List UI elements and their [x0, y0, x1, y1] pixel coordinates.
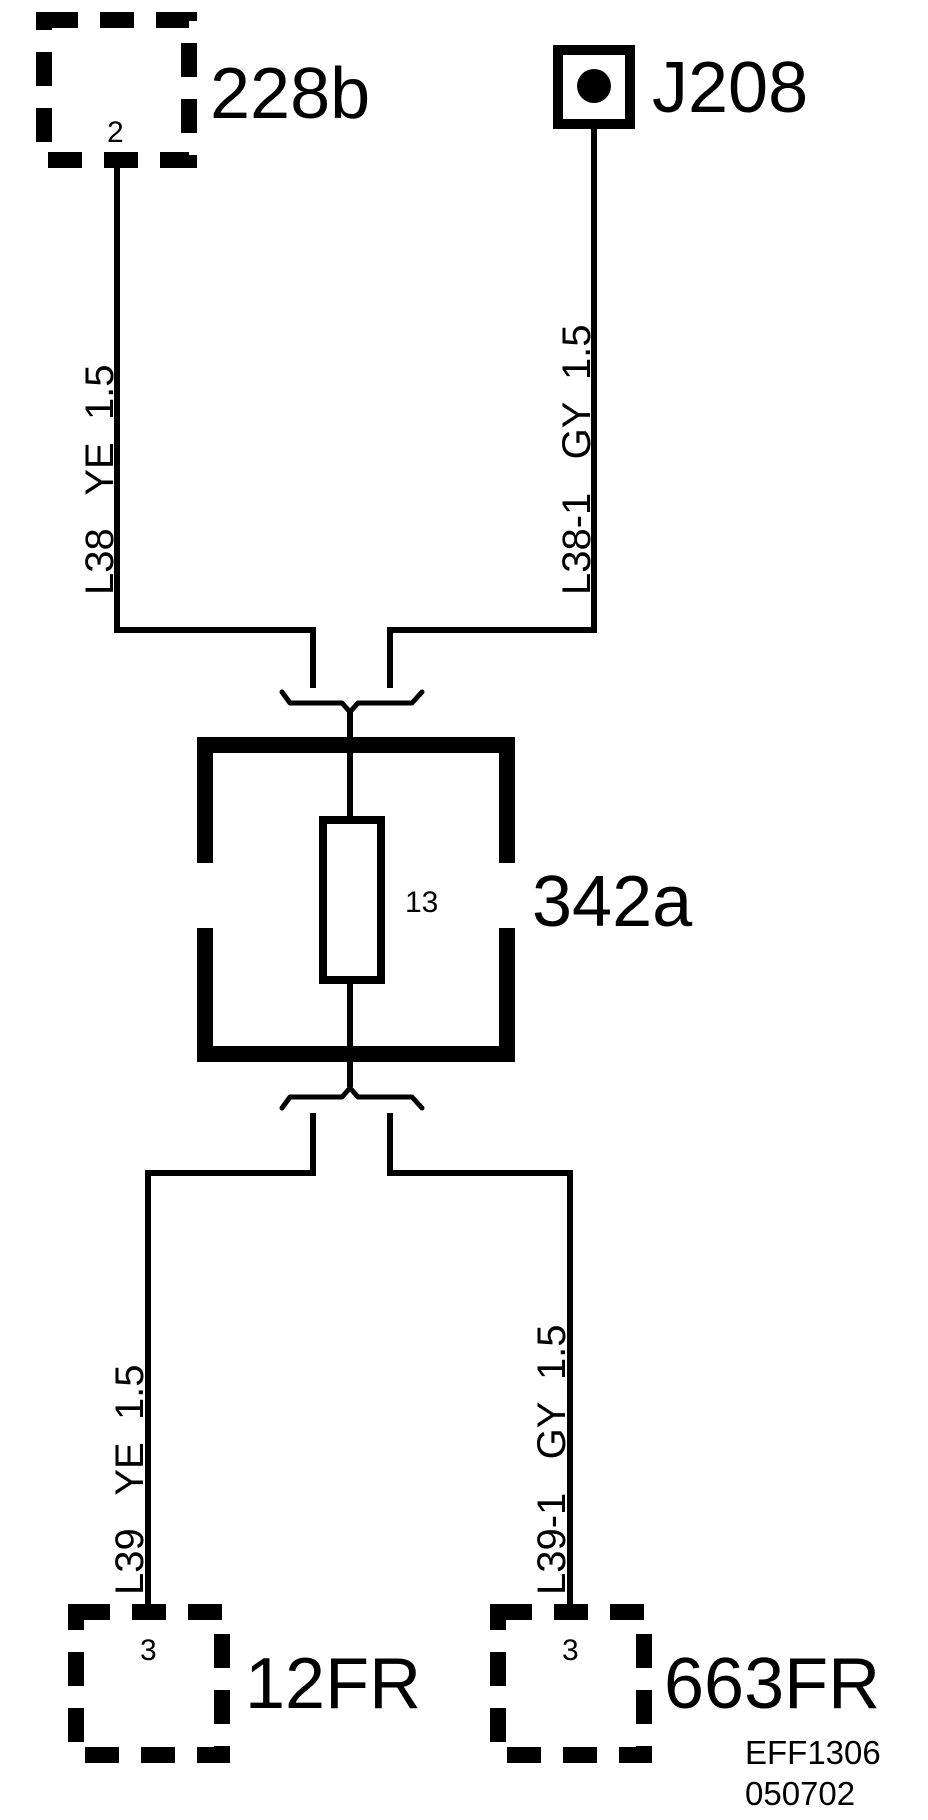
wire-l39-1-label: L39-1 GY 1.5	[530, 1324, 574, 1595]
connector-663fr-outline	[490, 1604, 652, 1763]
connector-663fr-label: 663FR	[664, 1644, 880, 1724]
connector-12fr: 3	[68, 1604, 230, 1763]
wire-l38-label: L38 YE 1.5	[78, 364, 122, 595]
connector-12fr-outline	[68, 1604, 230, 1763]
wire-l38-1-label: L38-1 GY 1.5	[555, 324, 599, 595]
connector-12fr-label: 12FR	[245, 1644, 421, 1724]
fuse-box-342a-label: 342a	[532, 862, 693, 942]
connector-228b-pin: 2	[107, 116, 124, 149]
fuse-box-upper-outline	[197, 737, 515, 863]
fuse-box-bottom-terminal	[279, 1085, 425, 1111]
fuse-number: 13	[405, 886, 438, 919]
wire-l38	[114, 157, 316, 688]
reference-code: EFF1306	[745, 1734, 881, 1771]
wire-l39-1	[387, 1113, 573, 1615]
connector-12fr-pin: 3	[140, 1634, 157, 1667]
fuse-box-lower-outline	[197, 928, 515, 1062]
connector-228b-label: 228b	[210, 54, 370, 134]
junction-j208-label: J208	[652, 48, 808, 128]
junction-j208-dot	[577, 69, 611, 103]
connector-663fr: 3	[490, 1604, 652, 1763]
connector-228b: 2	[36, 12, 197, 168]
fuse-box-342a: 13	[197, 737, 515, 1062]
fuse-element	[319, 816, 385, 984]
connector-663fr-pin: 3	[562, 1634, 579, 1667]
reference-date: 050702	[745, 1775, 855, 1812]
junction-j208	[553, 45, 635, 129]
wire-l38-1	[387, 121, 597, 688]
wire-l39-label: L39 YE 1.5	[108, 1364, 152, 1595]
wire-l39	[145, 1113, 316, 1615]
